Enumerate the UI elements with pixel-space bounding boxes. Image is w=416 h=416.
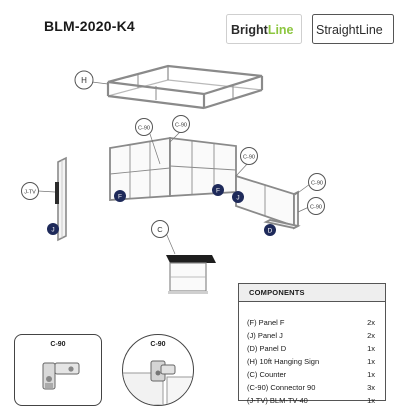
callout-c90-d: [308, 173, 326, 191]
component-row: (J) Panel J 2x: [247, 331, 375, 340]
components-table: COMPONENTS (F) Panel F 2x (J) Panel J 2x…: [238, 283, 386, 405]
svg-text:D: D: [268, 228, 273, 235]
component-row: (D) Panel D 1x: [247, 344, 375, 353]
callout-jtv: [21, 182, 39, 200]
detail-connector-circle: C-90: [122, 334, 194, 406]
wall-front: [263, 190, 301, 230]
component-row: (J-TV) BLM-TV-40 1x: [247, 396, 375, 405]
callout-counter: [151, 220, 169, 238]
svg-text:C-90: C-90: [138, 126, 150, 132]
svg-text:C-90: C-90: [175, 123, 187, 129]
model-number: BLM-2020-K4: [44, 18, 135, 34]
svg-text:C-90: C-90: [243, 155, 255, 161]
callout-c90-c: [240, 147, 258, 165]
wall-left: [109, 136, 171, 201]
brightline-wordmark: BrightLine: [231, 23, 294, 37]
components-title: COMPONENTS: [239, 284, 385, 302]
callout-c90-b: [172, 115, 190, 133]
detail-connector-label: C-90: [50, 341, 66, 348]
component-row: (C) Counter 1x: [247, 370, 375, 379]
callout-h: [74, 70, 94, 90]
svg-text:F: F: [216, 188, 220, 195]
svg-text:C-90: C-90: [311, 181, 323, 187]
callout-c90-a: [135, 118, 153, 136]
wall-back: [169, 136, 237, 197]
badge-panel-f-left: [114, 190, 126, 202]
component-row: (F) Panel F 2x: [247, 318, 375, 327]
wall-side: [235, 174, 295, 228]
detail-connector-box: C-90: [14, 334, 102, 406]
svg-text:J: J: [236, 195, 239, 202]
badge-panel-d: [264, 224, 276, 236]
component-row: (C-90) Connector 90 3x: [247, 383, 375, 392]
svg-text:H: H: [81, 76, 87, 85]
svg-text:J-TV: J-TV: [24, 190, 36, 196]
svg-text:F: F: [118, 194, 122, 201]
counter: [166, 255, 216, 294]
straightline-logo: StraightLine: [312, 14, 394, 44]
straightline-wordmark: StraightLine: [316, 23, 383, 37]
connector-installed-illustration: [123, 360, 193, 405]
tv-panel: [55, 156, 67, 242]
svg-text:J: J: [51, 227, 54, 234]
badge-panel-f-right: [212, 184, 224, 196]
brightline-logo: BrightLine: [226, 14, 302, 44]
badge-panel-j-right: [232, 191, 244, 203]
badge-panel-j-left: [47, 223, 59, 235]
connector-illustration: [42, 362, 80, 390]
svg-text:C: C: [157, 225, 163, 234]
component-row: (H) 10ft Hanging Sign 1x: [247, 357, 375, 366]
detail-circle-label: C-90: [150, 341, 166, 348]
hanging-sign: [106, 64, 264, 110]
svg-text:C-90: C-90: [310, 205, 322, 211]
components-list: (F) Panel F 2x (J) Panel J 2x (D) Panel …: [239, 302, 385, 407]
callout-c90-e: [307, 197, 325, 215]
